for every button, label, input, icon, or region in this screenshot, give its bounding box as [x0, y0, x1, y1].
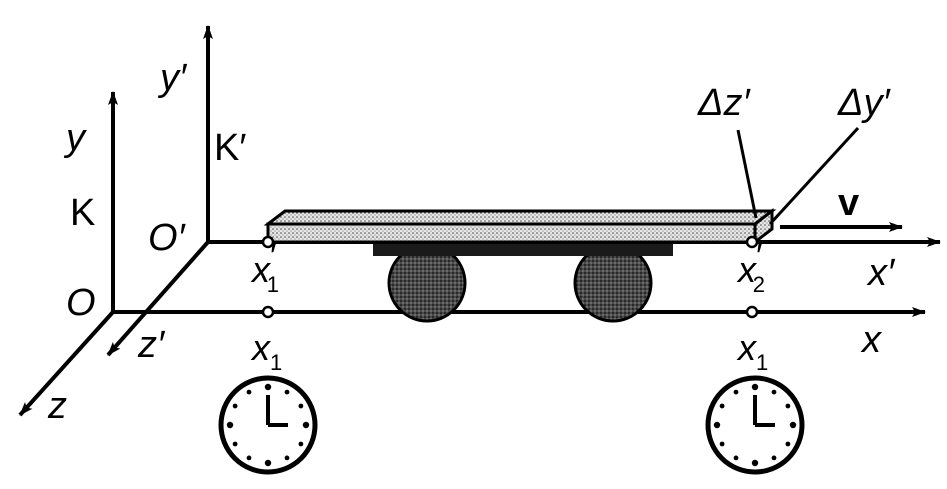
label-x2-prime-var: x [736, 249, 758, 290]
k-prime-z-axis [106, 240, 210, 357]
clock-tick [785, 441, 791, 447]
clock-left [218, 375, 318, 475]
rod-top-face [263, 209, 777, 226]
delta-z-leader [736, 129, 758, 219]
k-prime-y-label: y′ [157, 57, 188, 99]
delta-z-label: Δz′ [697, 82, 751, 124]
label-x1-right-index: 1 [756, 350, 768, 375]
label-x1-right-var: x [736, 327, 758, 368]
clock-tick [733, 389, 739, 395]
point-x1-left [261, 305, 275, 319]
label-x1-left-index: 1 [270, 350, 282, 375]
clock-tick [785, 403, 791, 409]
label-x1-right: x1 [736, 327, 768, 375]
k-y-label: y [63, 117, 87, 159]
clock-tick [264, 383, 272, 391]
k-z-label: z [47, 385, 67, 427]
k-prime-origin-label: O′ [148, 217, 187, 259]
clock-tick [719, 441, 725, 447]
label-x2-prime-mark: ′ [756, 235, 763, 276]
label-x1-left: x1 [250, 327, 282, 375]
clock-tick [302, 421, 310, 429]
cart [263, 207, 777, 323]
point-x1-right [745, 305, 759, 319]
clock-tick [298, 441, 304, 447]
clock-tick [719, 403, 725, 409]
clock-tick [246, 389, 252, 395]
clock-tick [751, 383, 759, 391]
label-x1-prime-index: 1 [267, 272, 279, 297]
k-prime-x-label: x′ [866, 252, 896, 294]
clock-ticks [713, 383, 797, 467]
k-prime-frame-label: K′ [214, 127, 246, 169]
clock-tick [284, 455, 290, 461]
delta-y-label: Δy′ [837, 82, 891, 124]
label-x1-prime-mark: ′ [270, 235, 277, 276]
clock-tick [232, 403, 238, 409]
delta-y-leader [768, 126, 860, 226]
rod-end-face [753, 207, 774, 246]
k-frame-label: K [70, 192, 95, 234]
k-x-label: x [860, 319, 883, 361]
clock-tick [264, 459, 272, 467]
label-x2-prime-index: 2 [753, 272, 765, 297]
chassis [373, 244, 673, 256]
clock-tick [284, 389, 290, 395]
clock-ticks [226, 383, 310, 467]
rod-front-face [266, 222, 757, 244]
clock-tick [226, 421, 234, 429]
clock-tick [771, 389, 777, 395]
velocity-label: v [838, 182, 859, 224]
clock-tick [713, 421, 721, 429]
k-prime-z-label: z′ [137, 324, 166, 366]
clock-right [705, 375, 805, 475]
label-x1-left-var: x [250, 327, 272, 368]
wheel-right [573, 243, 653, 323]
k-z-axis [18, 310, 115, 417]
point-x2-prime [745, 235, 759, 249]
frame-k-axes [18, 91, 926, 417]
wheel-left [387, 243, 467, 323]
point-x1-prime [261, 235, 275, 249]
clock-tick [789, 421, 797, 429]
label-x1-prime: x′1 [250, 235, 279, 297]
clock-tick [232, 441, 238, 447]
label-x1-prime-var: x [250, 249, 272, 290]
k-origin-label: O [66, 282, 96, 324]
clock-tick [733, 455, 739, 461]
marker-points [261, 235, 759, 319]
clock-tick [751, 459, 759, 467]
label-x2-prime: x′2 [736, 235, 765, 297]
clock-tick [771, 455, 777, 461]
frame-k-prime-axes [106, 25, 941, 357]
clock-tick [246, 455, 252, 461]
clock-tick [298, 403, 304, 409]
